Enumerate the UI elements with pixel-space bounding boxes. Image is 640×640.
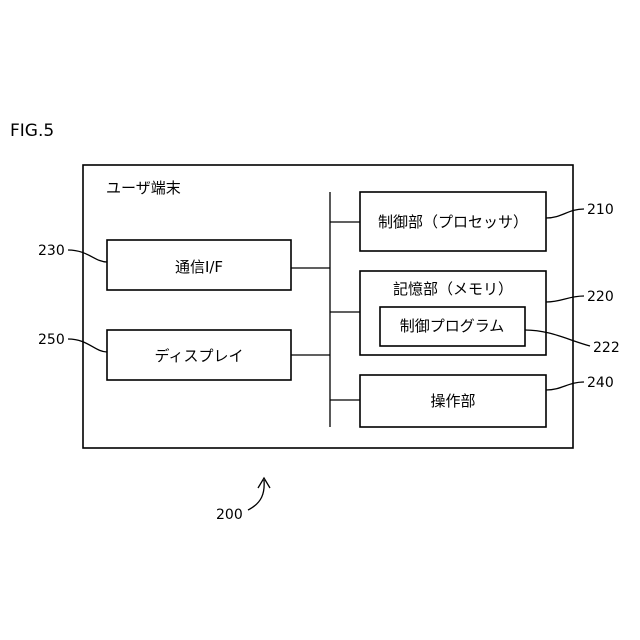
ref-222: 222	[593, 340, 620, 356]
memory-label: 記憶部（メモリ）	[393, 280, 513, 298]
display-label: ディスプレイ	[155, 347, 244, 365]
user-terminal-title: ユーザ端末	[106, 179, 181, 197]
ref-200: 200	[216, 507, 243, 523]
control-program-label: 制御プログラム	[400, 317, 505, 335]
ref-210: 210	[587, 202, 614, 218]
figure-label: FIG.5	[10, 121, 54, 141]
ref-230: 230	[38, 243, 65, 259]
leader-200	[248, 480, 264, 510]
ref-240: 240	[587, 375, 614, 391]
comm-if-label: 通信I/F	[175, 258, 223, 276]
ref-250: 250	[38, 332, 65, 348]
processor-label: 制御部（プロセッサ）	[378, 213, 528, 231]
operation-label: 操作部	[430, 392, 475, 410]
ref-220: 220	[587, 289, 614, 305]
